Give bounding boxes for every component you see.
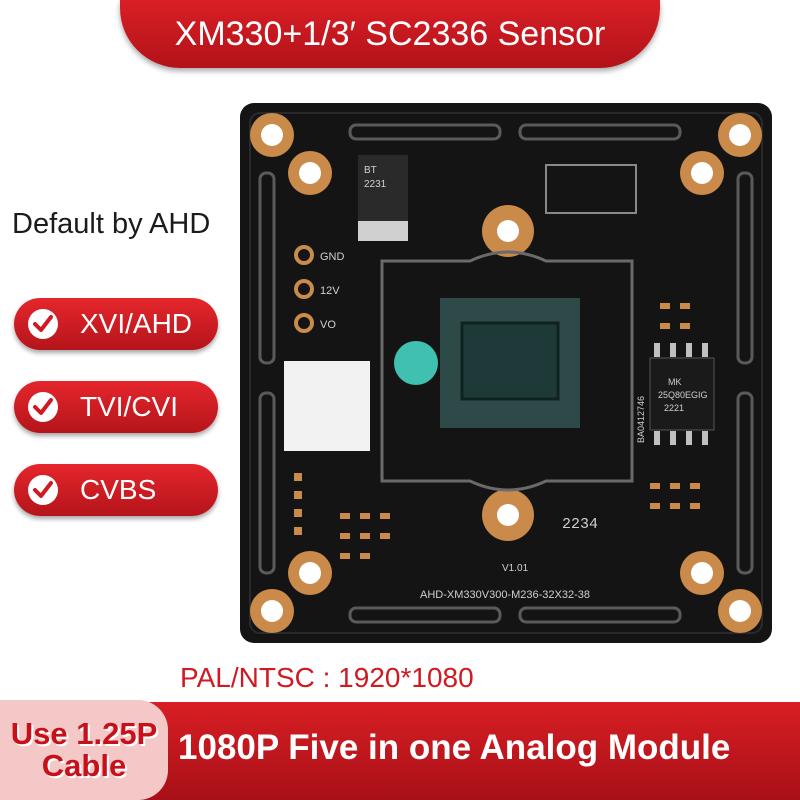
svg-text:25Q80EGIG: 25Q80EGIG [658, 390, 708, 400]
top-component-outline [545, 164, 637, 214]
pin-label-vo: VO [320, 319, 336, 331]
pin-label-12v: 12V [320, 285, 340, 297]
cable-note-line1: Use 1.25P [10, 716, 158, 751]
resolution-text: PAL/NTSC : 1920*1080 [180, 662, 474, 693]
connector-pad [284, 361, 370, 451]
model-code: AHD-XM330V300-M236-32X32-38 [420, 589, 590, 601]
svg-text:2231: 2231 [364, 179, 387, 190]
title-banner: XM330+1/3′ SC2336 Sensor [120, 0, 660, 68]
lens-mount-outline [380, 250, 634, 492]
svg-text:BA0412746: BA0412746 [636, 396, 646, 443]
format-pill-xvi-ahd: XVI/AHD [14, 298, 218, 350]
flash-chip [649, 357, 715, 431]
format-label: TVI/CVI [80, 391, 179, 422]
checkmark-icon [28, 475, 58, 505]
svg-text:2221: 2221 [664, 403, 684, 413]
format-pill-cvbs: CVBS [14, 464, 218, 516]
default-mode-text: Default by AHD [12, 208, 211, 240]
cable-note: Use 1.25P Cable [0, 700, 168, 800]
format-label: XVI/AHD [80, 308, 193, 339]
footer-title: 1080P Five in one Analog Module [178, 728, 731, 767]
sensor-marker [394, 341, 438, 385]
pin-pads [294, 245, 314, 333]
format-pill-tvi-cvi: TVI/CVI [14, 381, 218, 433]
smd-components [294, 303, 700, 559]
pin-label-gnd: GND [320, 251, 345, 263]
checkmark-icon [28, 309, 58, 339]
title-text: XM330+1/3′ SC2336 Sensor [174, 14, 606, 53]
svg-text:MK: MK [668, 377, 682, 387]
svg-text:BT: BT [364, 165, 377, 176]
date-code: 2234 [562, 516, 598, 533]
board-slots [258, 123, 754, 624]
version-label: V1.01 [502, 563, 529, 574]
checkmark-icon [28, 392, 58, 422]
format-label: CVBS [80, 474, 157, 505]
camera-module-board: GND 12V VO BT 2231 MK 25Q80EGIG 2221 BA0… [240, 103, 772, 643]
mounting-holes [250, 113, 762, 633]
cable-note-line2: Cable [41, 748, 127, 783]
